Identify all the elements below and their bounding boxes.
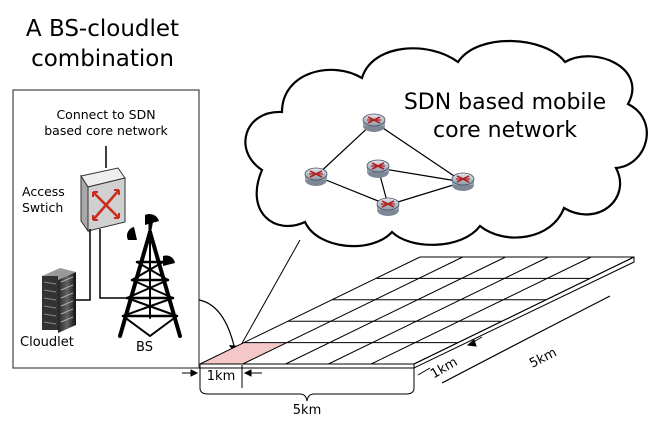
cloudlet-server-icon xyxy=(42,268,76,333)
title-line-1: A BS-cloudlet xyxy=(25,16,180,42)
bs-tower-icon xyxy=(118,218,182,338)
grid-line xyxy=(370,256,592,365)
access-switch-label-line-1: Access xyxy=(22,184,65,199)
cloudlet-label: Cloudlet xyxy=(20,335,74,350)
panel-link-arrow xyxy=(198,299,236,351)
grid-line xyxy=(413,256,635,365)
dim-cell-label: 1km xyxy=(207,369,235,384)
bs-label: BS xyxy=(136,340,153,355)
grid-front-edge xyxy=(199,363,415,369)
switch-to-bs-link xyxy=(99,229,128,299)
bs-antenna-icon xyxy=(126,213,175,266)
title-line-2: combination xyxy=(31,46,174,72)
router-icon xyxy=(304,167,328,187)
grid-line xyxy=(328,256,549,365)
area-grid xyxy=(199,256,635,369)
connect-label-line-2: based core network xyxy=(44,123,168,138)
grid-line xyxy=(285,256,506,365)
grid-line xyxy=(242,256,464,365)
dim-depth-label: 5km xyxy=(527,345,559,371)
grid-line xyxy=(199,256,421,365)
router-icon xyxy=(376,197,400,217)
access-switch-icon xyxy=(80,167,126,233)
core-network-cloud xyxy=(244,39,648,248)
highlighted-cell xyxy=(200,342,287,364)
cloud-title-line-2: core network xyxy=(433,118,577,143)
core-network-links xyxy=(315,121,464,206)
dim-width-label: 5km xyxy=(293,403,321,418)
access-switch-label-line-2: Swtich xyxy=(22,200,64,215)
router-icon xyxy=(366,159,390,179)
router-icon xyxy=(451,172,475,192)
cloud-title-line-1: SDN based mobile xyxy=(403,90,607,115)
switch-to-cloudlet-link xyxy=(76,229,91,301)
dimension-markers xyxy=(182,295,611,402)
connect-label-line-1: Connect to SDN xyxy=(56,107,156,122)
grid-side-edge xyxy=(413,256,635,369)
zoom-line xyxy=(235,239,301,355)
